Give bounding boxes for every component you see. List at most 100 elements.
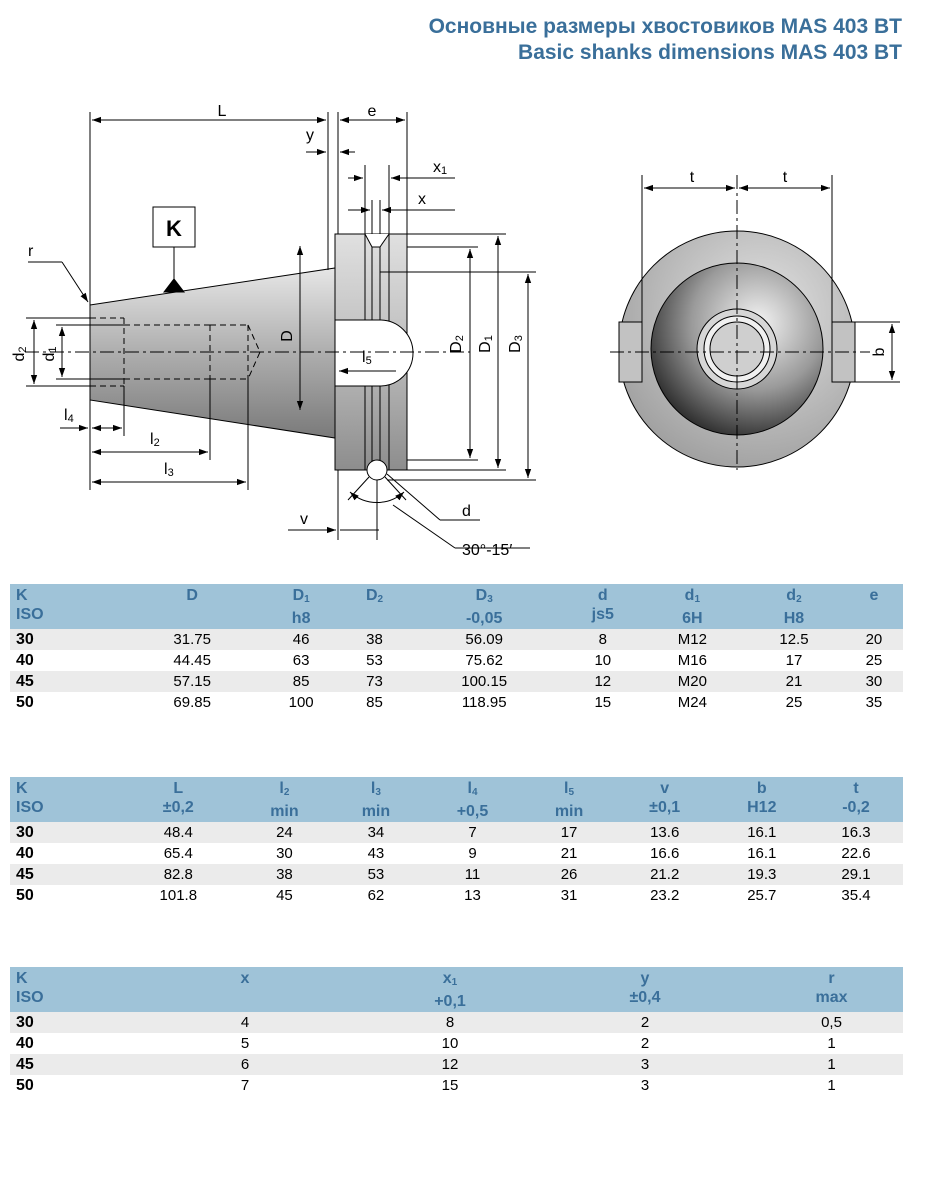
table-cell: 69.85 (126, 692, 258, 713)
table-cell: 38 (238, 864, 331, 885)
table-cell: M24 (641, 692, 744, 713)
table-cell: 29.1 (809, 864, 903, 885)
table-cell: 6 (120, 1054, 370, 1075)
table-cell: 34 (330, 822, 422, 843)
label-l5: l5 (362, 349, 372, 367)
table-cell: 16.1 (714, 843, 810, 864)
col-l4: l4+0,5 (421, 777, 524, 822)
table-cell: 17 (743, 650, 845, 671)
table-cell: 21 (523, 843, 615, 864)
table-cell: 38 (344, 629, 405, 650)
table-cell: 63 (257, 650, 345, 671)
table-cell: 25 (844, 650, 903, 671)
table-cell: 3 (530, 1054, 760, 1075)
table-cell: 13.6 (614, 822, 715, 843)
table-cell: 12.5 (743, 629, 845, 650)
table-cell: 4 (120, 1012, 370, 1033)
table-cell: 35 (844, 692, 903, 713)
col-D3: D3-0,05 (404, 584, 565, 629)
table-cell: 3 (530, 1075, 760, 1096)
side-view (25, 112, 536, 549)
label-t-right: t (783, 169, 788, 186)
label-l3: l3 (164, 461, 174, 479)
table-cell: 11 (421, 864, 524, 885)
label-v: v (300, 511, 308, 528)
title-ru: Основные размеры хвостовиков MAS 403 BT (428, 15, 902, 38)
table-cell: 8 (564, 629, 642, 650)
table-cell: 45 (10, 864, 118, 885)
table-cell: 17 (523, 822, 615, 843)
table-cell: 30 (10, 1012, 120, 1033)
table-cell: 22.6 (809, 843, 903, 864)
col-t: t-0,2 (809, 777, 903, 822)
label-D1: D1 (477, 335, 495, 353)
table-cell: 118.95 (404, 692, 565, 713)
table-cell: 25 (743, 692, 845, 713)
table-cell: 53 (330, 864, 422, 885)
table-cell: 101.8 (117, 885, 239, 906)
table-cell: 65.4 (117, 843, 239, 864)
table-cell: 13 (421, 885, 524, 906)
table-cell: 10 (564, 650, 642, 671)
label-x: x (418, 191, 426, 208)
table-cell: 40 (10, 843, 118, 864)
col-x: x (120, 967, 370, 1012)
label-r: r (28, 243, 34, 260)
label-d: d (462, 503, 471, 520)
table-cell: 62 (330, 885, 422, 906)
table-cell: M16 (641, 650, 744, 671)
label-D: D (279, 330, 296, 342)
table-cell: 16.1 (714, 822, 810, 843)
col-e: e (844, 584, 903, 629)
table-cell: 73 (344, 671, 405, 692)
table-cell: 30 (844, 671, 903, 692)
label-y: y (306, 127, 314, 144)
table-cell: 2 (530, 1033, 760, 1054)
page-title: Основные размеры хвостовиков MAS 403 BT … (429, 14, 902, 66)
table-cell: 50 (10, 1075, 120, 1096)
table-cell: 31.75 (126, 629, 258, 650)
label-K: K (166, 216, 182, 241)
label-t-left: t (690, 169, 695, 186)
table-cell: 21 (743, 671, 845, 692)
table-cell: 45 (10, 1054, 120, 1075)
table-cell: M12 (641, 629, 744, 650)
table-cell: 23.2 (614, 885, 715, 906)
table-cell: 35.4 (809, 885, 903, 906)
table-cell: 43 (330, 843, 422, 864)
table-cell: 56.09 (404, 629, 565, 650)
table-cell: 19.3 (714, 864, 810, 885)
table-cell: 31 (523, 885, 615, 906)
table-cell: 57.15 (126, 671, 258, 692)
table-cell: 50 (10, 692, 127, 713)
table-cell: 15 (370, 1075, 530, 1096)
title-en: Basic shanks dimensions MAS 403 BT (518, 41, 902, 64)
table-cell: 85 (257, 671, 345, 692)
table-cell: 7 (421, 822, 524, 843)
shank-drawing: L e y x1 x K r D l5 D2 D1 D3 d2 d1 l4 l2… (11, 103, 900, 559)
label-b: b (871, 347, 888, 356)
table-cell: 8 (370, 1012, 530, 1033)
table-cell: 40 (10, 1033, 120, 1054)
table-cell: 0,5 (760, 1012, 903, 1033)
col-D2: D2 (344, 584, 405, 629)
label-D3: D3 (507, 335, 525, 353)
table-cell: 16.6 (614, 843, 715, 864)
table-cell: 85 (344, 692, 405, 713)
label-L: L (218, 103, 227, 120)
